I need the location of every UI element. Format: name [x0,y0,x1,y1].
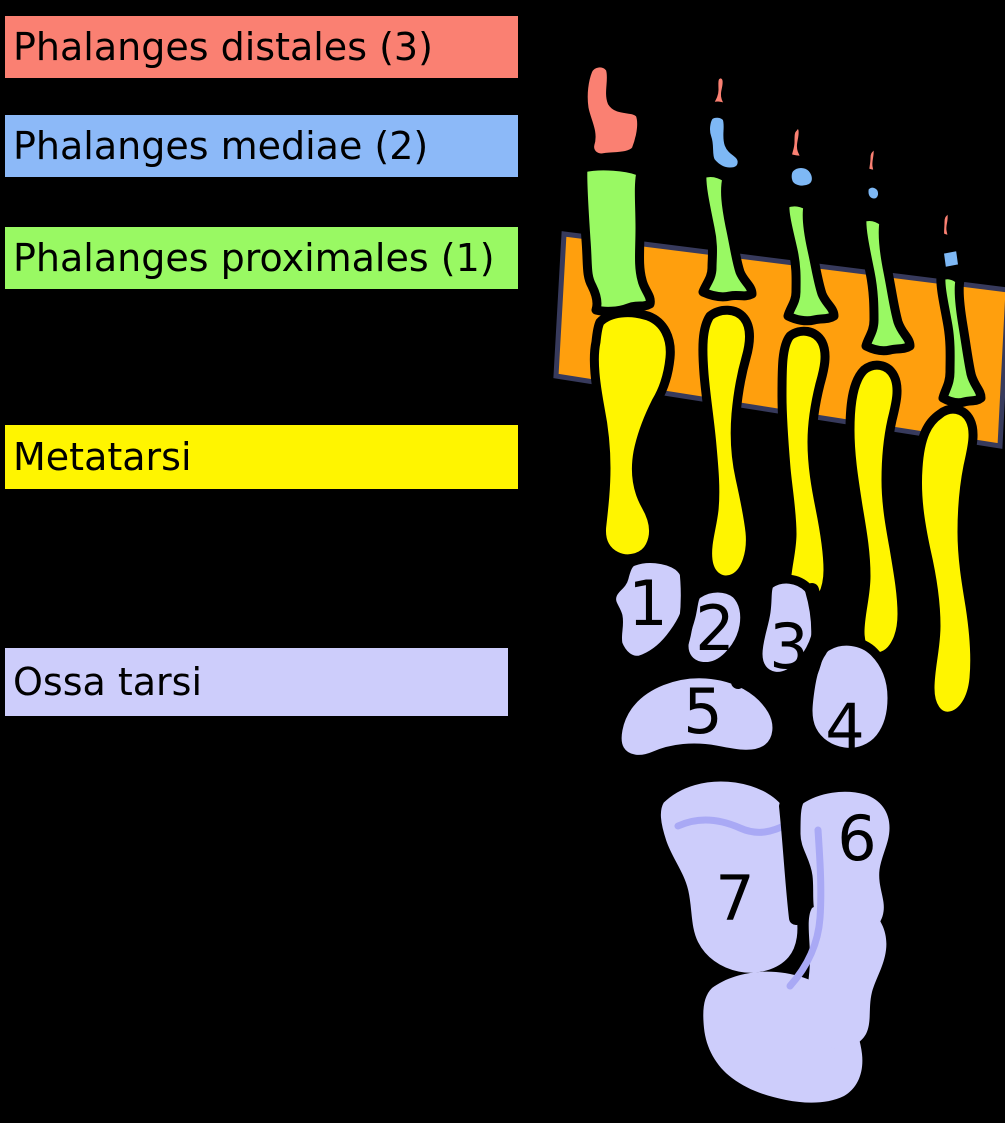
tarsal-label-5: 5 [683,675,722,748]
middle-phalanx-5 [934,241,968,277]
proximal-phalanx-3 [780,197,839,326]
metatarsal-2 [698,305,755,585]
legend-label: Phalanges distales (3) [13,25,433,69]
legend-item-phalanges-mediae: Phalanges mediae (2) [5,115,518,177]
toe-1-group [578,58,655,316]
tarsal-label-7: 7 [715,862,754,935]
legend-item-metatarsi: Metatarsi [5,425,518,489]
proximal-phalanx-2 [697,167,757,302]
legend-label: Ossa tarsi [13,660,203,704]
middle-phalanx-2 [701,108,747,177]
toe-2-group [697,69,757,302]
metatarsal-3 [777,326,833,616]
distal-phalanx-5 [935,204,957,244]
legend-label: Metatarsi [13,435,192,479]
middle-phalanx-3 [782,159,821,195]
toe-3-group [780,120,839,326]
tarsal-label-6: 6 [837,802,876,875]
talus-lower-body [806,900,887,1049]
tarsal-label-1: 1 [628,567,667,640]
legend-label: Phalanges mediae (2) [13,124,429,168]
tarsal-label-4: 4 [825,690,864,763]
metatarsal-1 [589,308,675,564]
metatarsal-4 [845,360,907,662]
legend-item-phalanges-distales: Phalanges distales (3) [5,16,518,78]
legend-label: Phalanges proximales (1) [13,236,495,280]
middle-phalanx-4 [859,178,887,208]
distal-phalanx-2 [703,69,737,114]
metatarsal-5 [912,404,980,721]
tarsal-number-labels: 1 2 3 4 5 6 7 [628,567,876,935]
toe-5-group [934,204,986,408]
legend-item-phalanges-proximales: Phalanges proximales (1) [5,227,518,289]
calcaneus-seam-line [674,816,792,836]
talus-calcaneus-seam-line [786,826,825,990]
tarsal-label-2: 2 [695,592,734,665]
legend-item-ossa-tarsi: Ossa tarsi [5,648,508,716]
tarsal-label-3: 3 [769,610,808,683]
toe-4-group [857,140,915,356]
tarsal-bone-7-calcaneus [651,772,807,982]
proximal-phalanx-4 [857,211,915,356]
proximal-phalanx-5 [936,270,986,408]
proximal-phalanx-1 [578,161,655,316]
distal-phalanx-4 [860,140,883,179]
tarsal-bone-5-navicular [612,669,782,764]
distal-phalanx-1 [578,58,647,163]
tarsal-separation-lines [665,559,826,925]
distal-phalanx-3 [782,120,810,165]
